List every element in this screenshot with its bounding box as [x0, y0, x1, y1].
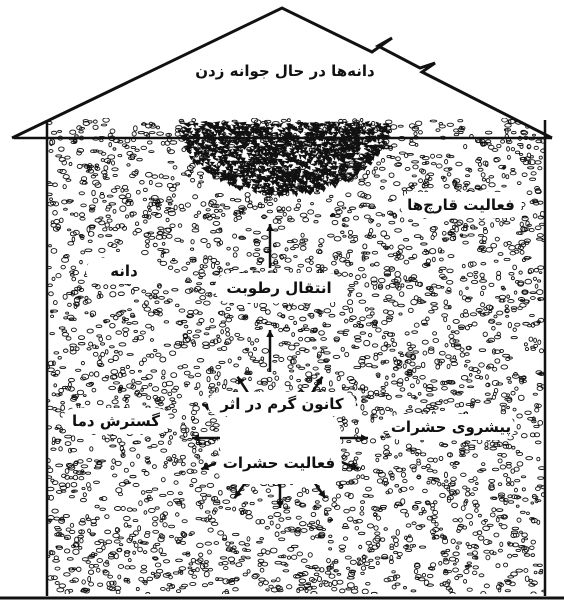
- fungi-activity-label: فعالیت قارچ‌ها: [400, 192, 522, 218]
- moisture-arrow-upper: [266, 224, 274, 268]
- moisture-arrow-lower: [266, 330, 274, 372]
- hotspot-label-line1: کانون گرم در اثر: [208, 392, 356, 416]
- heat-spread-label: گسترش دما: [62, 408, 170, 434]
- moisture-transfer-label: انتقال رطوبت: [215, 273, 343, 303]
- grain-texture: [45, 118, 547, 596]
- hotspot-label-line2: فعالیت حشرات: [216, 446, 342, 484]
- grain-label: دانه: [86, 258, 162, 284]
- insect-advance-label: پیشروی حشرات: [387, 414, 515, 440]
- germinating-seeds-label: دانه‌ها در حال جوانه زدن: [180, 62, 390, 80]
- grain-kernels: [45, 118, 547, 596]
- heat-arrow-4: [340, 434, 368, 442]
- germinating-mass: [178, 121, 391, 197]
